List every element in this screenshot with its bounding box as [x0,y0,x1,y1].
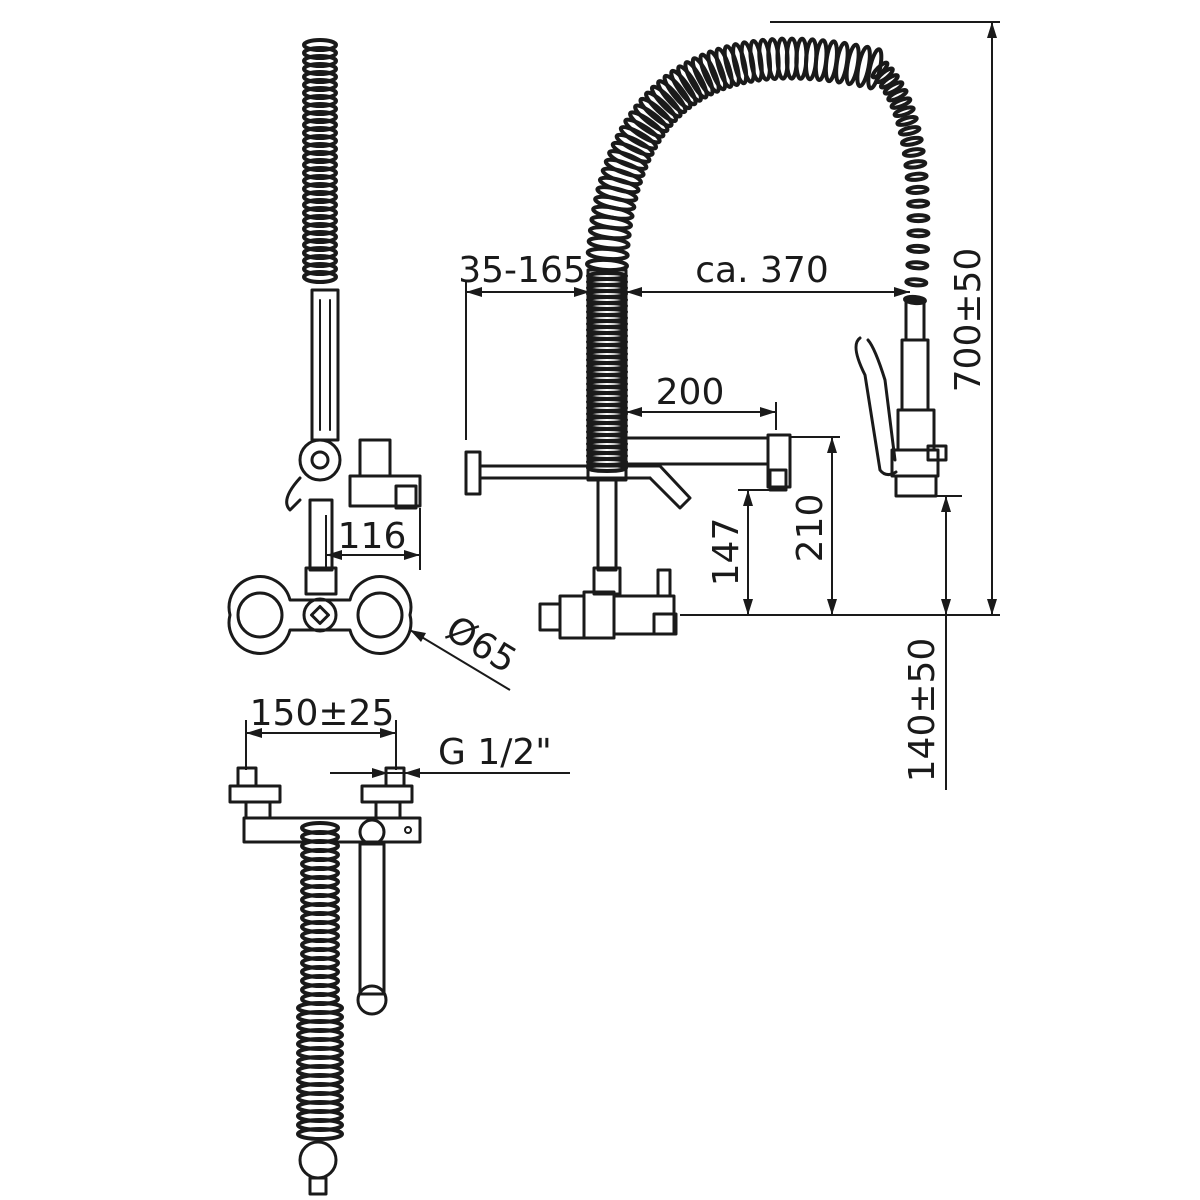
spray-head-body [896,408,936,452]
spout-outlet [766,433,792,489]
coil-turn [644,90,678,124]
coil-turn [296,1127,344,1141]
coil-turn [690,56,715,97]
dim-spout-height-label: 210 [790,494,831,563]
coil-turn [899,135,924,147]
coil-turn [906,243,931,254]
coil-turn [683,60,709,100]
dim-116-label: 116 [338,516,407,557]
dim-diameter-label: Ø65 [439,608,524,681]
coil-turn [633,103,670,134]
coil-turn [628,110,666,139]
spray-head-upper [904,298,926,342]
left-knob [236,591,284,639]
coil-turn [904,277,929,288]
spray-holder-ring [298,438,342,482]
front-valve-cap [358,438,392,478]
side-lever-handle [648,464,692,510]
dim-total-height-label: 700±50 [948,248,989,393]
coil-turn [892,105,916,119]
arched-spring-coil [585,36,931,306]
spout-arm [624,436,770,466]
coil-turn [901,147,926,158]
dim-hose-reach-label: ca. 370 [695,250,828,291]
front-riser [308,498,334,572]
front-hook [285,476,302,512]
coil-turn [882,80,905,96]
side-riser [596,478,618,572]
coil-turn [906,213,931,224]
front-spring-tube [310,288,340,442]
right-knob [356,591,404,639]
coil-turn [906,198,931,209]
coil-turn [903,159,928,170]
right-connector [360,784,414,804]
dim-thread-label: G 1/2" [438,732,552,773]
top-view: 150±25 G 1/2" [228,693,570,1196]
coil-turn [906,228,931,239]
coil-turn [904,171,929,182]
coil-turn [698,52,721,94]
coil-turn [886,88,909,103]
coil-turn [638,96,674,128]
spray-trigger [854,336,898,477]
coil-turn [706,49,728,92]
coil-turn [676,64,703,103]
front-view: 116 Ø65 [227,38,524,691]
wall-plate [464,450,482,496]
coil-turn [714,46,734,89]
dim-mount-height-label: 140±50 [902,638,943,783]
front-mixer-body [227,575,413,655]
coil-turn [618,125,659,151]
center-cap [302,597,338,633]
dim-outlet-height-label: 147 [706,518,747,587]
spray-nozzle [894,474,938,498]
coil-turn [866,47,884,91]
front-spring-coil [302,38,338,284]
coil-turn [897,125,922,137]
coil-turn [905,184,930,195]
dim-diameter-leader [409,629,511,691]
dim-150-label: 150±25 [250,693,395,734]
top-spray-head [298,1140,338,1180]
coil-turn [895,114,919,127]
top-spring-coil [296,821,344,1141]
coil-turn [662,73,693,111]
coil-turn [889,96,913,110]
coil-turn [905,260,930,271]
coil-turn [302,270,338,284]
side-view: 35-165 ca. 370 200 147 210 700±50 140±50 [458,21,1000,790]
coil-turn [669,68,698,107]
dim-spout-length-label: 200 [656,372,725,413]
side-mount-body [582,590,616,640]
coil-turn [656,79,688,115]
left-connector [228,784,282,804]
coil-turn [623,117,662,145]
dim-wall-distance-label: 35-165 [458,250,586,291]
coil-turn [649,84,683,119]
top-lever [358,842,386,996]
